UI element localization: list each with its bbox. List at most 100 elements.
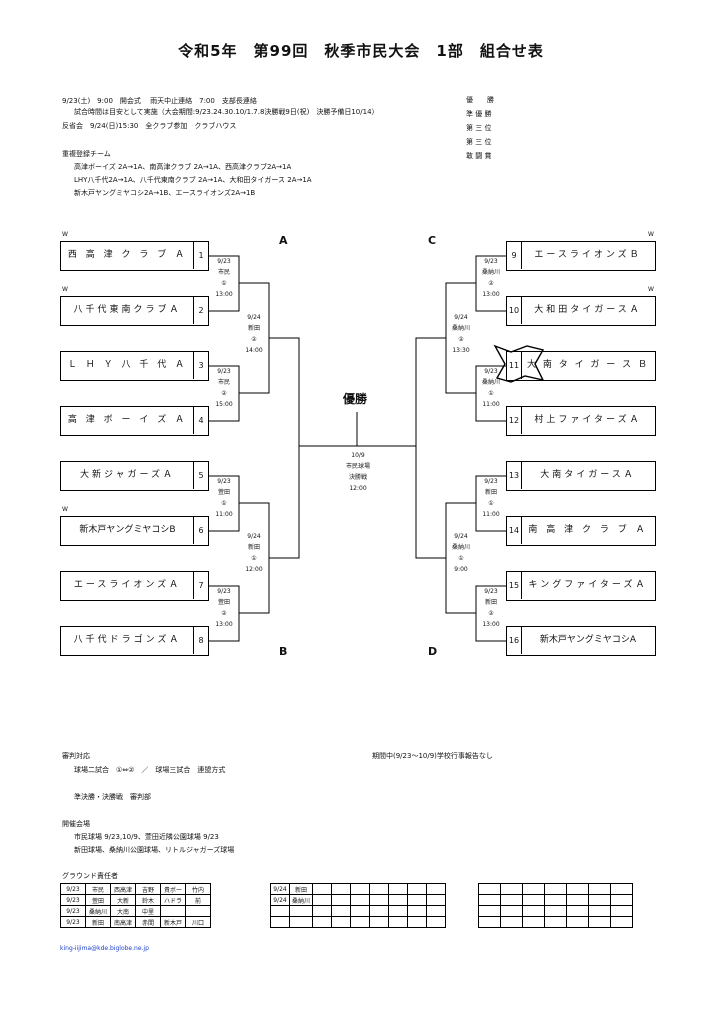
final-info: 10/9 市民球場 決勝戦 12:00 [343,452,373,493]
team-number: 2 [193,297,208,324]
ref-line-1: 球場二試合 ①⇔② ／ 球場三試合 連盟方式 [74,766,226,774]
ground-cell [566,883,589,895]
game-date: 9/23 [484,258,498,265]
game-venue: 桑納川 [481,379,500,386]
w-mark: W [62,286,68,293]
game-date: 9/23 [217,368,231,375]
team-name: 大 南 タ イ ガ ー ス Ｂ [526,360,650,370]
ground-cell [369,916,390,928]
ground-cell [478,883,501,895]
game-time: 15:00 [215,401,233,408]
game-date: 9/23 [217,478,231,485]
game-date: 9/23 [217,588,231,595]
ground-cell: 鈴木 [135,894,161,906]
game-number: ② [458,336,464,343]
game-info-rC: 9/24 桑納川 ② 13:30 [446,314,476,355]
ground-row [478,905,633,917]
final-venue: 市民球場 [345,463,370,470]
ground-cell [369,905,390,917]
game-time: 11:00 [215,511,233,518]
note-schedule: 試合時間は目安として実施（大会期間:9/23.24.30.10/1.7.8決勝戦… [74,108,379,116]
team-slot-1: 西 高 津 ク ラ ブ Ａ 1 [60,241,209,271]
ground-cell [388,916,409,928]
ground-cell [312,883,333,895]
ground-cell [350,894,371,906]
ground-cell [288,905,314,917]
ground-cell [588,883,611,895]
ground-cell: 赤間 [135,916,161,928]
ground-cell: 9/24 [270,883,290,895]
award-fighting-spirit: 敢 闘 賞 [466,152,492,160]
team-name: 大新ジャガーズＡ [79,470,176,480]
ground-cell: 9/23 [60,883,86,895]
ground-cell [407,894,428,906]
ground-cell [350,883,371,895]
ground-cell [185,905,211,917]
ground-row [478,894,633,906]
ground-cell: 川口 [185,916,211,928]
team-number: 16 [507,627,522,654]
contact-email[interactable]: king-iijima@kde.biglobe.ne.jp [60,945,149,952]
team-name: 八千代ドラゴンズＡ [73,635,182,645]
team-slot-8: 八千代ドラゴンズＡ 8 [60,626,209,656]
team-number: 7 [193,572,208,599]
ground-cell: 大南 [110,905,136,917]
ref-heading: 審判対応 [62,752,90,760]
final-date: 10/9 [351,452,365,459]
game-date: 9/23 [484,478,498,485]
team-name: キングファイターズＡ [528,580,648,590]
ground-cell: 桑納川 [85,905,111,917]
venue-line-2: 新田球場、桑納川公園球場、リトルジャガーズ球場 [74,846,235,854]
game-time: 13:00 [215,621,233,628]
ground-cell [500,916,523,928]
team-slot-14: 14 南 高 津 ク ラ ブ Ａ [506,516,656,546]
w-mark: W [62,506,68,513]
game-time: 14:00 [245,347,263,354]
ground-cell [331,894,352,906]
ground-cell [407,883,428,895]
ground-cell [566,916,589,928]
game-number: ① [251,555,257,562]
team-slot-6: 新木戸ヤングミヤコシB 6 [60,516,209,546]
game-number: ① [488,500,494,507]
zone-a-label: A [279,234,288,247]
game-venue: 桑納川 [481,269,500,276]
ground-cell: 竹内 [185,883,211,895]
ground-cell [426,916,447,928]
team-number: 14 [507,517,522,544]
game-time: 12:00 [245,566,263,573]
page-title: 令和5年 第99回 秋季市民大会 1部 組合せ表 [178,42,544,60]
game-number: ② [221,610,227,617]
team-number: 10 [507,297,522,324]
ground-heading: グラウンド責任者 [62,872,118,880]
ground-cell [350,916,371,928]
ground-cell [288,916,314,928]
team-slot-2: 八千代東南クラブＡ 2 [60,296,209,326]
team-name: 新木戸ヤングミヤコシB [79,525,176,535]
ground-cell [388,905,409,917]
game-number: ② [488,280,494,287]
game-info-l2: 9/23 市民 ② 15:00 [209,368,239,409]
team-slot-11: 11 大 南 タ イ ガ ー ス Ｂ [506,351,656,381]
ground-cell [331,883,352,895]
ground-cell: 9/24 [270,894,290,906]
team-name: エースライオンズＡ [73,580,182,590]
ground-cell [522,894,545,906]
team-slot-9: 9 エースライオンズＢ [506,241,656,271]
dup-heading: 重複登録チーム [62,150,111,158]
ground-cell: 新田 [85,916,111,928]
game-date: 9/24 [454,314,468,321]
ground-cell [522,905,545,917]
ground-cell [369,883,390,895]
team-slot-10: 10 大和田タイガースＡ [506,296,656,326]
game-venue: 新田 [247,325,260,332]
ground-cell: 大新 [110,894,136,906]
game-venue: 新田 [484,489,497,496]
ground-cell: 西高津 [110,883,136,895]
ground-cell: 新木戸 [160,916,186,928]
ground-cell [610,894,633,906]
